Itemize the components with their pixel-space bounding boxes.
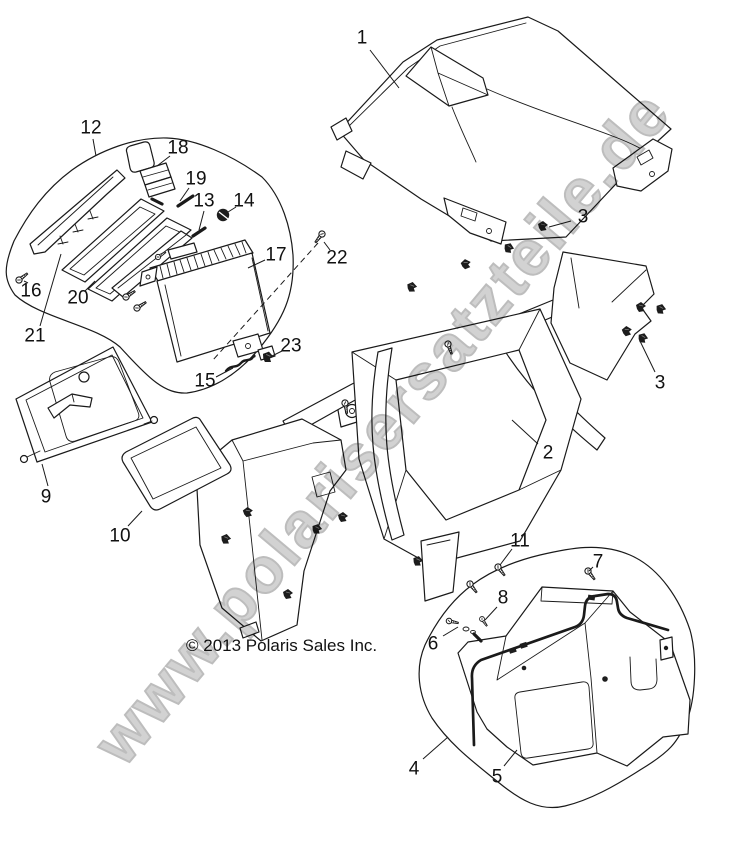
callout-label-6: 6 — [428, 634, 439, 655]
callout-label-18: 18 — [167, 138, 188, 159]
part-15-retainer-wire — [224, 355, 255, 373]
part-21-vent-louver — [29, 169, 126, 255]
callout-leader-12 — [92, 138, 97, 157]
callout-leader-23 — [271, 350, 283, 357]
callout-label-4: 4 — [409, 759, 420, 780]
callout-leader-9 — [41, 463, 49, 487]
callout-label-14: 14 — [233, 191, 255, 212]
callout-leader-18 — [156, 155, 171, 167]
part-5-storage-box — [457, 586, 691, 767]
callout-label-12: 12 — [80, 118, 101, 139]
callout-label-22: 22 — [326, 248, 347, 269]
callout-label-23: 23 — [280, 336, 301, 357]
callout-label-1: 1 — [357, 28, 368, 49]
callout-label-19: 19 — [185, 169, 206, 190]
callout-label-13: 13 — [193, 191, 214, 212]
callout-label-5: 5 — [492, 767, 503, 788]
callout-label-21: 21 — [24, 326, 45, 347]
callout-leader-17 — [247, 259, 266, 269]
callout-leader-10 — [127, 510, 143, 527]
callout-label-2: 2 — [543, 443, 554, 464]
callout-label-3: 3 — [578, 207, 589, 228]
part-17-control-module — [139, 239, 276, 363]
callout-leader-13 — [198, 210, 205, 231]
copyright-text: © 2013 Polaris Sales Inc. — [186, 636, 378, 655]
callout-label-20: 20 — [67, 288, 88, 309]
callout-label-11: 11 — [510, 531, 530, 552]
callout-leader-20 — [84, 280, 96, 292]
part-13-pin — [191, 226, 207, 238]
callout-leader-5 — [503, 749, 518, 767]
callout-leader-22 — [323, 241, 331, 251]
callout-leader-7 — [588, 566, 594, 572]
callout-leader-11 — [499, 548, 513, 566]
callout-label-8: 8 — [498, 588, 509, 609]
callout-leader-4 — [422, 736, 449, 760]
callout-label-7: 7 — [593, 552, 604, 573]
callout-leader-2 — [511, 419, 539, 445]
part-8-fastener — [472, 615, 490, 643]
callout-label-15: 15 — [194, 371, 215, 392]
callout-leader-8 — [484, 606, 498, 621]
callout-label-9: 9 — [41, 487, 52, 508]
callout-leader-19 — [179, 187, 190, 202]
dash-right-wing — [550, 251, 655, 381]
callout-label-17: 17 — [265, 245, 286, 266]
part-9-glovebox-door — [15, 346, 159, 464]
callout-label-10: 10 — [109, 526, 130, 547]
callout-leader-3 — [548, 220, 572, 228]
callout-leader-6 — [442, 626, 459, 637]
dashed-leader-0 — [212, 242, 319, 361]
callout-leader-1 — [369, 49, 400, 89]
callout-leader-3 — [639, 340, 656, 373]
part-10-door-seal — [121, 416, 232, 511]
callout-leader-21 — [39, 253, 62, 327]
callout-label-16: 16 — [20, 281, 41, 302]
part-14-rivet — [216, 208, 230, 222]
part-2-dashboard — [282, 251, 655, 602]
part-19-pin — [176, 194, 195, 208]
part-1-hood — [330, 16, 673, 245]
callout-leader-15 — [215, 367, 234, 378]
part-12-assembly-detail — [5, 137, 294, 394]
part-18-mount — [125, 141, 176, 206]
part-4-box-detail — [418, 546, 696, 809]
callout-leader-16 — [23, 280, 29, 284]
vent-louver-lower — [111, 230, 193, 298]
callout-label-3: 3 — [655, 373, 666, 394]
door-latch-hole — [78, 371, 90, 383]
callout-leader-14 — [227, 206, 237, 213]
